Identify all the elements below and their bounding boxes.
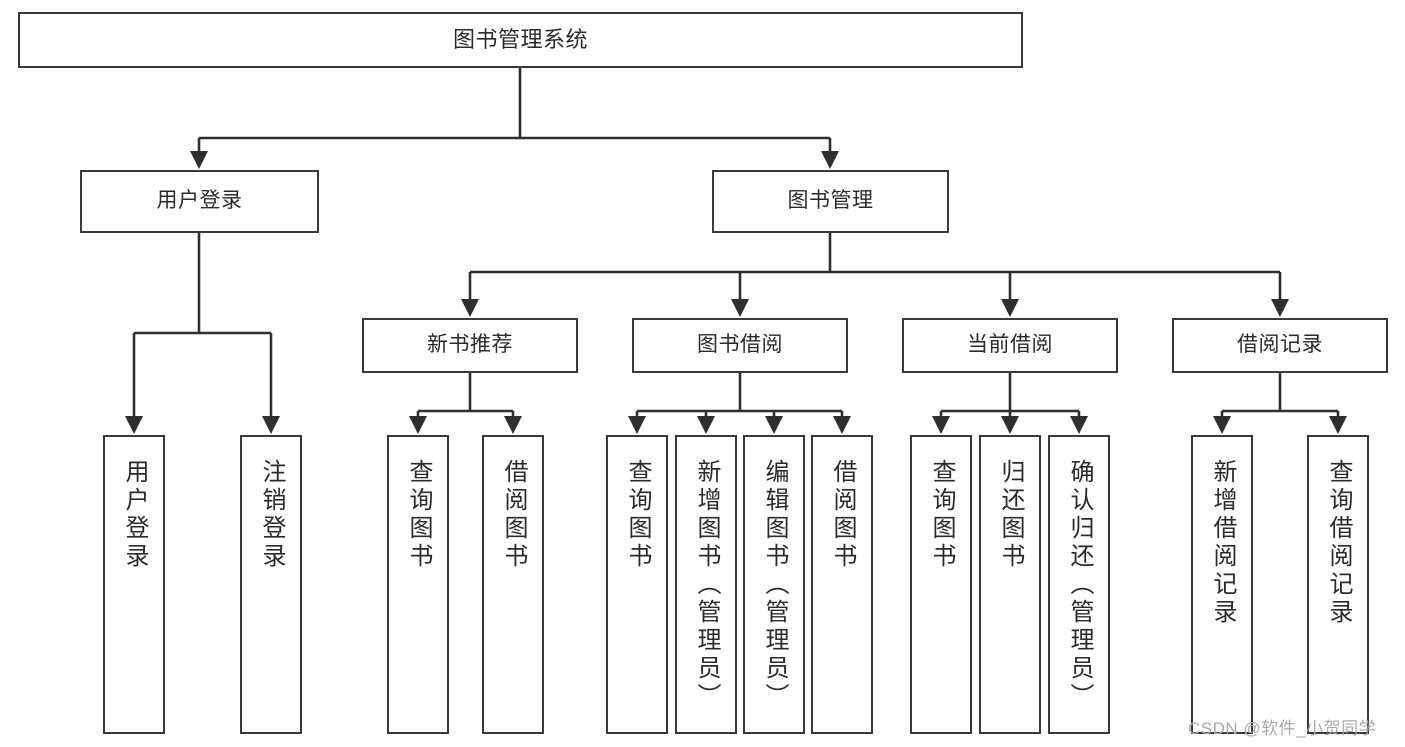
node-user-login-label: 用户登录 [156,189,243,213]
node-root-label: 图书管理系统 [452,27,588,53]
node-leaf-borrow-book-2-label: 借阅图书 [829,459,856,571]
node-leaf-add-record[interactable]: 新增借阅记录 [1191,435,1253,734]
node-borrow-record[interactable]: 借阅记录 [1172,318,1388,373]
node-leaf-add-record-label: 新增借阅记录 [1209,459,1236,627]
node-leaf-add-book[interactable]: 新增图书（管理员） [675,435,737,734]
node-leaf-add-book-label: 新增图书（管理员） [693,459,720,711]
node-leaf-borrow-book-1[interactable]: 借阅图书 [482,435,544,734]
node-leaf-query-book-1-label: 查询图书 [405,459,432,571]
node-leaf-borrow-book-2[interactable]: 借阅图书 [811,435,873,734]
node-user-login[interactable]: 用户登录 [80,170,319,233]
node-borrow-record-label: 借阅记录 [1237,333,1323,357]
node-leaf-edit-book[interactable]: 编辑图书（管理员） [743,435,805,734]
node-leaf-user-login-label: 用户登录 [121,459,148,571]
node-leaf-query-book-3[interactable]: 查询图书 [910,435,972,734]
node-book-manage-label: 图书管理 [787,189,874,213]
node-book-borrow[interactable]: 图书借阅 [632,318,848,373]
csdn-watermark: CSDN @软件_小贺同学 [1188,719,1377,738]
node-leaf-user-logout[interactable]: 注销登录 [240,435,302,734]
node-leaf-return-book-label: 归还图书 [997,459,1024,571]
node-current-borrow[interactable]: 当前借阅 [902,318,1118,373]
node-leaf-confirm-return-label: 确认归还（管理员） [1066,459,1093,711]
node-book-borrow-label: 图书借阅 [697,333,783,357]
node-leaf-query-book-2-label: 查询图书 [624,459,651,571]
node-root[interactable]: 图书管理系统 [18,12,1023,68]
node-leaf-edit-book-label: 编辑图书（管理员） [761,459,788,711]
node-leaf-return-book[interactable]: 归还图书 [979,435,1041,734]
node-leaf-user-logout-label: 注销登录 [258,459,285,571]
node-current-borrow-label: 当前借阅 [967,333,1053,357]
node-leaf-query-book-1[interactable]: 查询图书 [387,435,449,734]
node-leaf-query-book-2[interactable]: 查询图书 [606,435,668,734]
node-leaf-confirm-return[interactable]: 确认归还（管理员） [1048,435,1110,734]
node-new-book-rec-label: 新书推荐 [427,333,513,357]
node-book-manage[interactable]: 图书管理 [712,170,949,233]
node-leaf-query-book-3-label: 查询图书 [928,459,955,571]
node-leaf-query-record-label: 查询借阅记录 [1325,459,1352,627]
node-leaf-user-login[interactable]: 用户登录 [103,435,165,734]
node-new-book-rec[interactable]: 新书推荐 [362,318,578,373]
node-leaf-borrow-book-1-label: 借阅图书 [500,459,527,571]
node-leaf-query-record[interactable]: 查询借阅记录 [1307,435,1369,734]
